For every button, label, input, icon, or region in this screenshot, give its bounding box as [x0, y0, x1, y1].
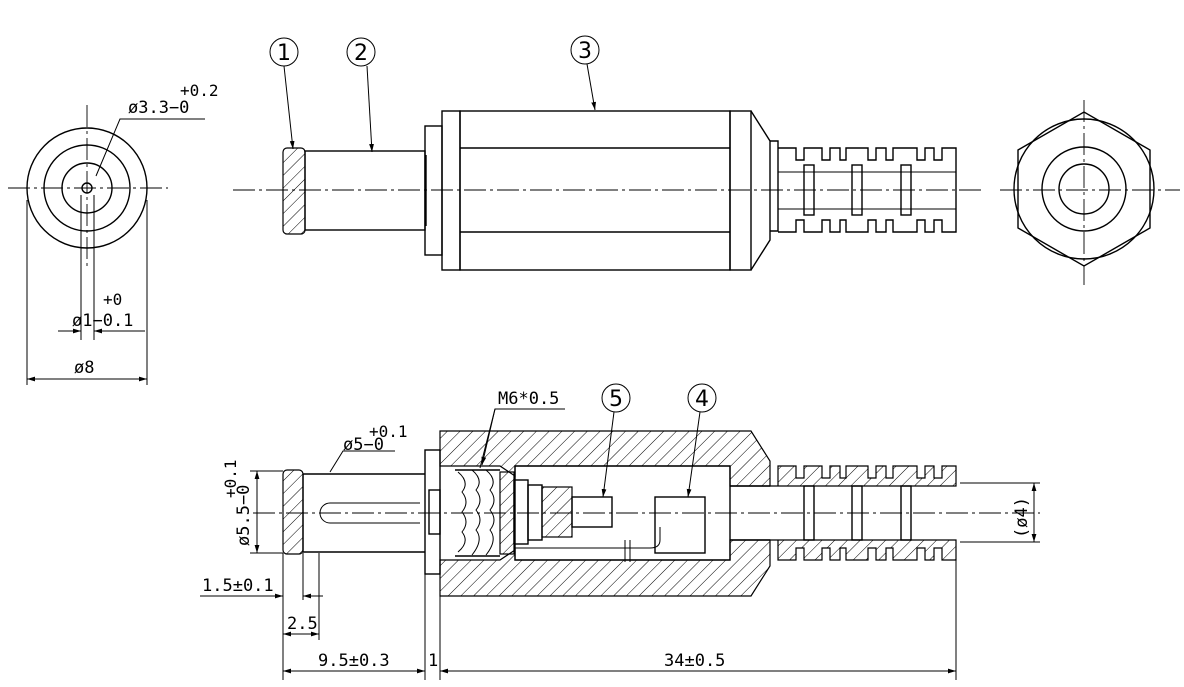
callout-3: 3 — [578, 39, 592, 64]
dim-d3-3-base: ø3.3−0 — [128, 98, 189, 118]
dim-d5-5: ø5.5−0 — [234, 485, 254, 546]
dim-d5-5-tol: +0.1 — [221, 459, 240, 498]
dim-d5-base: ø5−0 — [343, 435, 384, 455]
callout-5: 5 — [609, 387, 623, 412]
end-view-right — [1000, 100, 1180, 285]
side-view-top — [233, 35, 985, 271]
dim-d5-tol: +0.1 — [369, 422, 408, 441]
dim-len-34: 34±0.5 — [664, 651, 725, 671]
dim-len-9-5: 9.5±0.3 — [318, 651, 390, 671]
dim-d1-base: ø1−0.1 — [72, 311, 133, 331]
section-view — [200, 383, 1040, 680]
dim-d4: (ø4) — [1012, 497, 1032, 538]
dim-d8: ø8 — [74, 358, 94, 378]
dim-len-2-5: 2.5 — [287, 614, 318, 634]
end-view-left — [8, 105, 205, 385]
dim-len-1: 1 — [428, 651, 438, 671]
dim-len-1-5: 1.5±0.1 — [202, 576, 274, 596]
callout-2: 2 — [354, 41, 368, 66]
callout-1: 1 — [277, 41, 291, 66]
dim-d3-3-tol: +0.2 — [180, 81, 219, 100]
dim-d1-tol: +0 — [103, 290, 122, 309]
dim-thread: M6*0.5 — [498, 389, 559, 409]
callout-4: 4 — [695, 387, 709, 412]
